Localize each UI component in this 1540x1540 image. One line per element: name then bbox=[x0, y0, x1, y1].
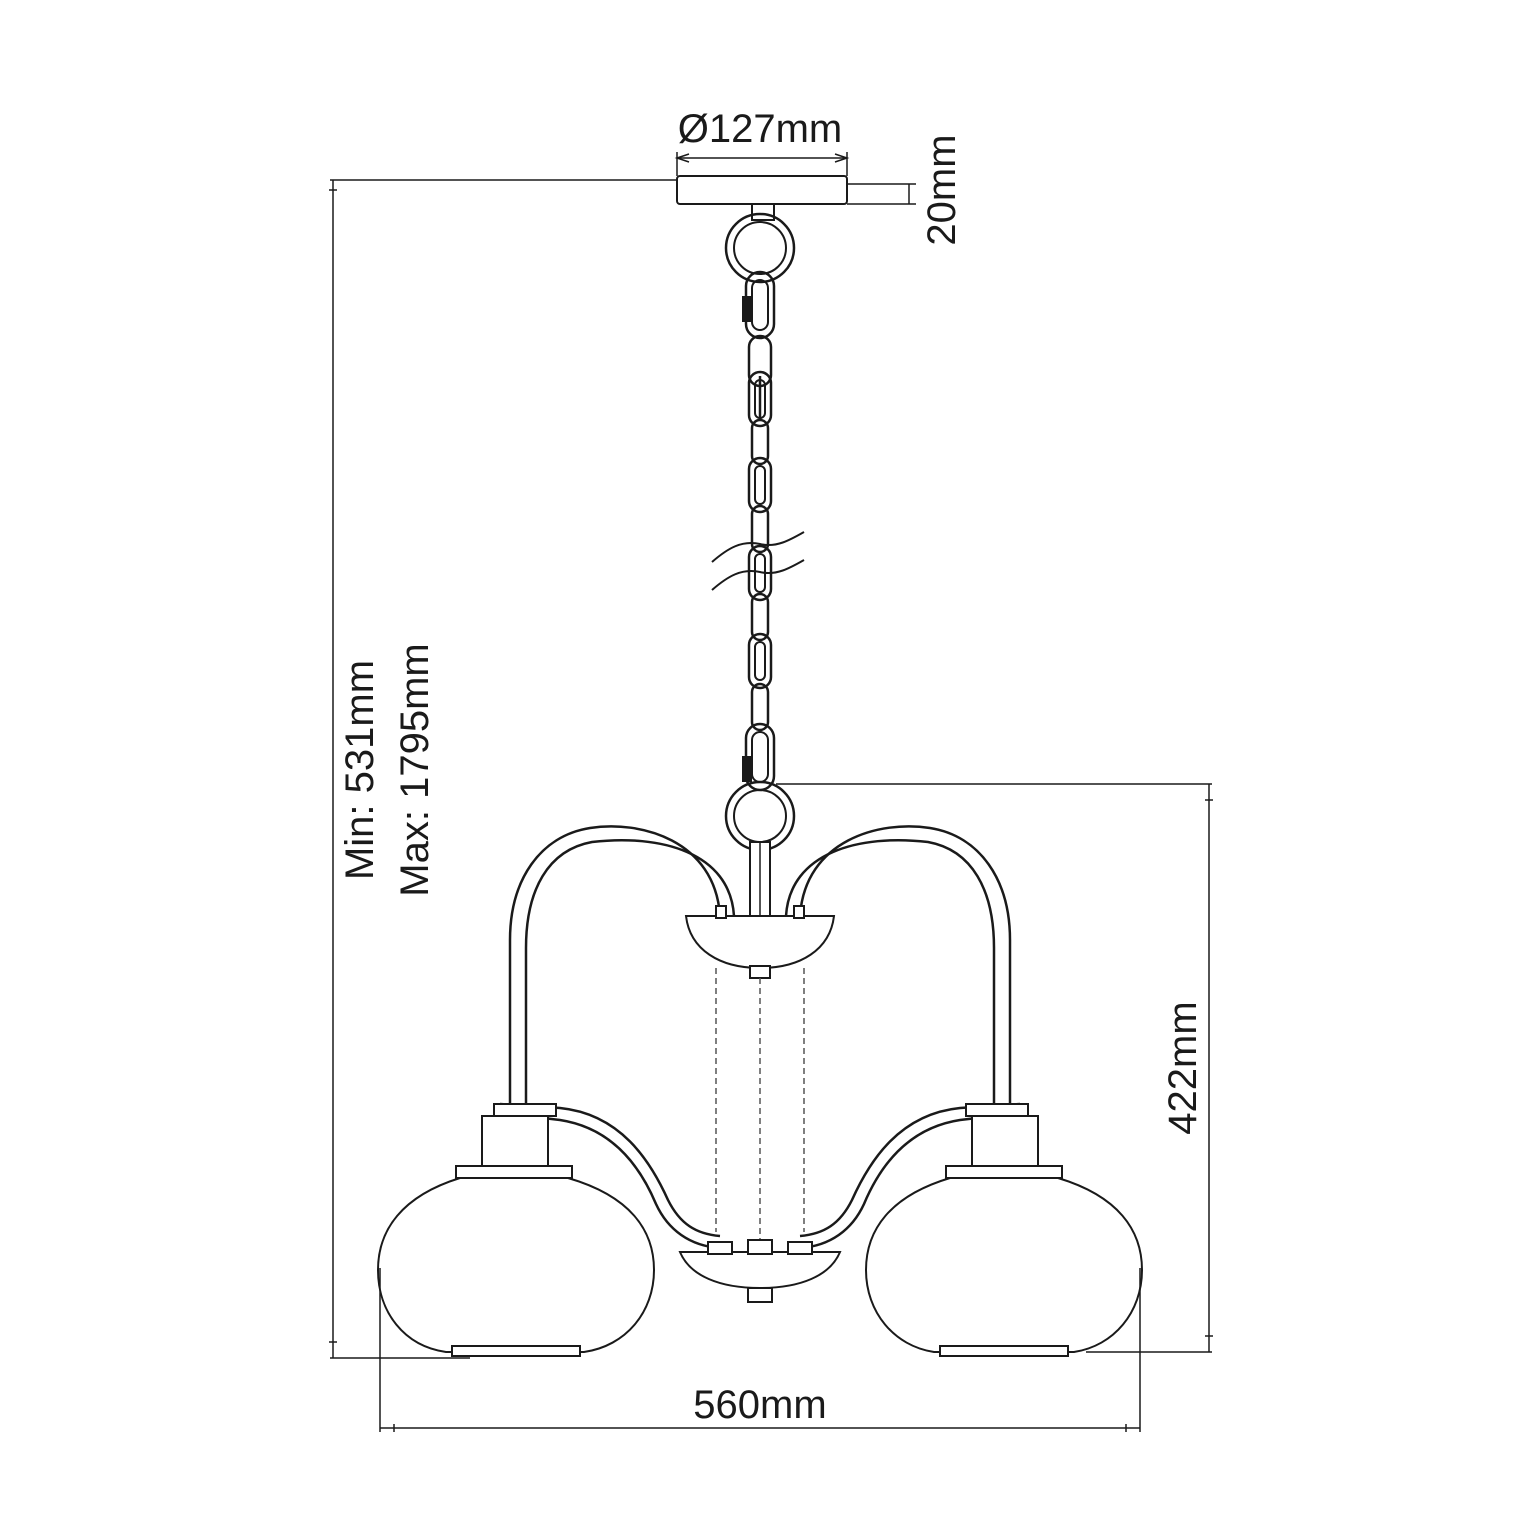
body-height-label: 422mm bbox=[1161, 1001, 1205, 1134]
overall-height-dimension: Min: 531mm Max: 1795mm bbox=[329, 179, 677, 1359]
height-max-label: Max: 1795mm bbox=[393, 643, 437, 896]
canopy-height-label: 20mm bbox=[920, 134, 964, 245]
body-height-dimension: 422mm bbox=[776, 783, 1213, 1353]
left-lamp bbox=[376, 1103, 656, 1357]
height-min-label: Min: 531mm bbox=[338, 660, 382, 880]
canopy-diameter-label: Ø127mm bbox=[678, 107, 843, 151]
canopy-height-dimension: 20mm bbox=[847, 134, 964, 246]
suspension-chain bbox=[711, 212, 805, 852]
width-dimension: 560mm bbox=[379, 1268, 1141, 1432]
width-label: 560mm bbox=[693, 1383, 826, 1427]
right-lamp bbox=[864, 1103, 1144, 1357]
canopy-diameter-dimension: Ø127mm bbox=[674, 107, 850, 176]
chandelier-body bbox=[499, 825, 1021, 1303]
